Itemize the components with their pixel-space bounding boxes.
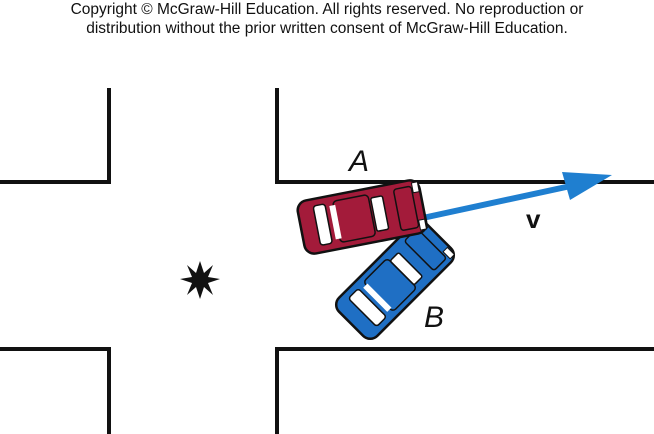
curb-top-right (275, 88, 654, 184)
velocity-arrow (415, 172, 612, 222)
car-b (334, 219, 456, 341)
car-b-label: B (424, 301, 444, 334)
curb-top-left (0, 88, 111, 184)
curb-bottom-left (0, 347, 111, 434)
copyright-line-1: Copyright © McGraw-Hill Education. All r… (70, 1, 584, 18)
velocity-label: v (526, 204, 541, 234)
car-a (296, 179, 428, 255)
star-burst-icon (180, 261, 220, 299)
copyright-line-2: distribution without the prior written c… (86, 20, 568, 37)
street-curbs (0, 88, 654, 434)
car-a-label: A (347, 145, 369, 178)
copyright-notice: Copyright © McGraw-Hill Education. All r… (0, 0, 654, 38)
curb-bottom-right (275, 347, 654, 434)
